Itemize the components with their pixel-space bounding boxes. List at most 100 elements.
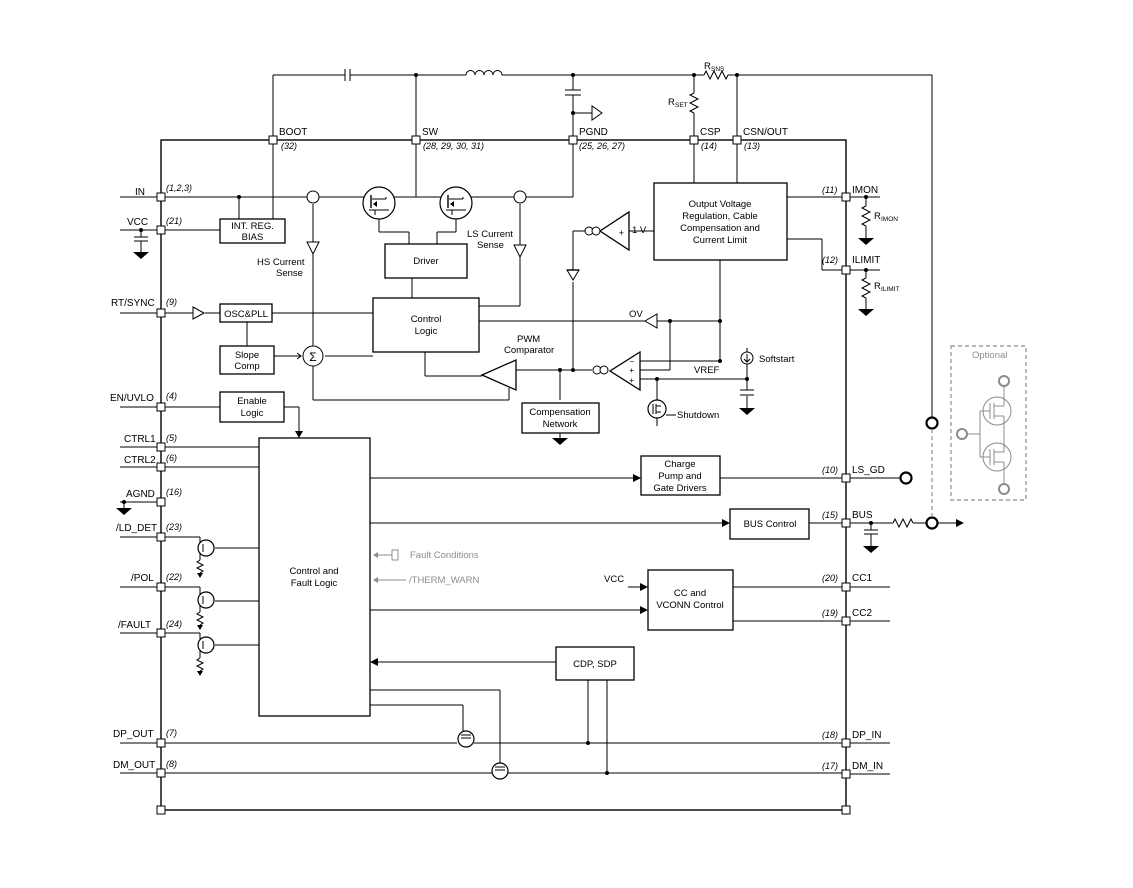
pin-in[interactable]: [156, 192, 166, 202]
pin-csp-name: CSP: [700, 127, 721, 138]
external-power-network: [272, 69, 933, 418]
pin-rt-sync-num: (9): [166, 297, 177, 307]
pin-dp-out-name: DP_OUT: [113, 729, 154, 740]
bus-resistor-icon: [892, 517, 914, 529]
ovr-line1: Output Voltage: [689, 199, 752, 210]
pin-dm-in-name: DM_IN: [852, 761, 883, 772]
softstart-label: Softstart: [759, 354, 795, 365]
ground-icon: [863, 546, 879, 553]
ground-icon: [858, 238, 874, 245]
ovr-line3: Compensation and: [680, 223, 760, 234]
pin-agnd[interactable]: [156, 497, 166, 507]
ground-icon: [858, 309, 874, 316]
pwm-line1: PWM: [517, 334, 540, 345]
pin-ilimit[interactable]: [841, 265, 851, 275]
pin-ls-gd[interactable]: [841, 473, 851, 483]
pin-pol[interactable]: [156, 582, 166, 592]
ground-icon: [552, 438, 568, 445]
pin-bus[interactable]: [841, 518, 851, 528]
slope-comp-line2: Comp: [234, 361, 259, 372]
pin-csp-num: (14): [701, 141, 717, 151]
ground-icon: [739, 408, 755, 415]
pin-pgnd[interactable]: [568, 135, 578, 145]
bus-output-terminal[interactable]: [925, 516, 939, 530]
bus-output-network: [863, 517, 964, 553]
pin-boot[interactable]: [268, 135, 278, 145]
pin-agnd-name: AGND: [126, 489, 155, 500]
ls-sense-amp-icon: [513, 244, 527, 259]
rimon-label: R: [874, 211, 881, 222]
pin-ld-det-num: (23): [166, 522, 182, 532]
pin-cc2-num: (19): [822, 608, 838, 618]
bus-control-block: [729, 508, 810, 540]
pin-ld-det-name: /LD_DET: [116, 523, 157, 534]
pin-en-uvlo-num: (4): [166, 391, 177, 401]
pin-fault-name: /FAULT: [118, 620, 151, 631]
pin-dp-in-name: DP_IN: [852, 730, 881, 741]
diode-icon: [566, 269, 580, 281]
hs-mosfet-icon: [362, 186, 396, 220]
rimon-sub: IMON: [881, 216, 898, 223]
pin-imon[interactable]: [841, 192, 851, 202]
pin-sw[interactable]: [411, 135, 421, 145]
pin-sw-name: SW: [422, 127, 439, 138]
inductor-icon: [465, 70, 503, 76]
compensation-network-block: [521, 402, 600, 434]
vref-amp-icon: [608, 350, 641, 392]
ov-buffer-icon: [644, 313, 658, 329]
pin-fault[interactable]: [156, 628, 166, 638]
summing-node-icon: [302, 345, 324, 367]
hs-sense-amp-icon: [306, 241, 320, 256]
pin-dm-out[interactable]: [156, 768, 166, 778]
shutdown-fet-icon: [647, 399, 667, 419]
agnd-ground: [116, 500, 132, 515]
ovr-line2: Regulation, Cable: [682, 211, 758, 222]
int-reg-line1: INT. REG.: [231, 221, 274, 232]
pin-dp-in[interactable]: [841, 738, 851, 748]
charge-pump-line1: Charge: [664, 459, 695, 470]
vref-label: VREF: [694, 365, 720, 376]
pin-ctrl2[interactable]: [156, 462, 166, 472]
pin-cc1-num: (20): [822, 573, 838, 583]
pin-csp[interactable]: [689, 135, 699, 145]
int-reg-bias-block: [219, 218, 286, 244]
pin-vcc-num: (21): [166, 216, 182, 226]
rsns-label: R: [704, 61, 711, 72]
rilimit-network: [858, 268, 874, 316]
pin-imon-name: IMON: [852, 185, 878, 196]
pin-bus-name: BUS: [852, 510, 873, 521]
ground-arrow-icon: [591, 105, 603, 121]
pin-cc1[interactable]: [841, 582, 851, 592]
pin-vcc[interactable]: [156, 225, 166, 235]
pin-dm-out-num: (8): [166, 759, 177, 769]
ls-gd-terminal[interactable]: [899, 471, 913, 485]
vcc-cc-label: VCC: [604, 574, 624, 585]
rilimit-resistor-icon: [860, 277, 872, 299]
pin-rt-sync[interactable]: [156, 308, 166, 318]
rilimit-label: R: [874, 281, 881, 292]
pin-csn[interactable]: [732, 135, 742, 145]
pin-pgnd-num: (25, 26, 27): [579, 141, 625, 151]
pin-ilimit-name: ILIMIT: [852, 255, 880, 266]
csn-external-terminal[interactable]: [925, 416, 939, 430]
control-fault-logic-block: [258, 437, 371, 717]
pin-ctrl1[interactable]: [156, 442, 166, 452]
pin-dp-out[interactable]: [156, 738, 166, 748]
rset-resistor-icon: [688, 92, 700, 114]
charge-pump-line2: Pump and: [658, 471, 701, 482]
pin-ctrl2-num: (6): [166, 453, 177, 463]
pin-ld-det[interactable]: [156, 532, 166, 542]
vref-amp-minus: −: [629, 357, 634, 366]
pin-en-uvlo[interactable]: [156, 402, 166, 412]
error-amp-icon: [598, 210, 630, 252]
pin-dm-in[interactable]: [841, 769, 851, 779]
regulation-wiring: [693, 144, 842, 271]
pin-ilimit-num: (12): [822, 255, 838, 265]
fault-conditions-label: Fault Conditions: [410, 550, 479, 561]
ls-sense-line2: Sense: [477, 240, 504, 251]
pin-ctrl1-num: (5): [166, 433, 177, 443]
pin-cc2[interactable]: [841, 616, 851, 626]
rsns-resistor-icon: [703, 69, 729, 81]
ls-sense-line1: LS Current: [467, 229, 513, 240]
